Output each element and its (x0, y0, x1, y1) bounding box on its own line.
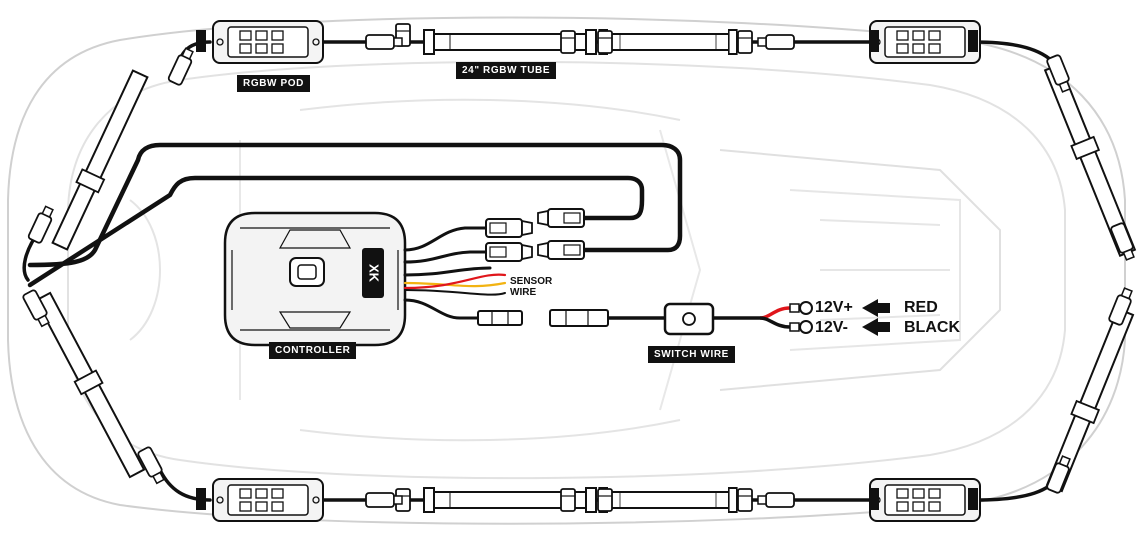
controller-label: CONTROLLER (269, 342, 357, 359)
bottom-tube-run (365, 487, 795, 513)
red-wire-label: RED (904, 299, 938, 316)
rgbw-pod-bottom-left (212, 478, 324, 522)
sensor-wire-label-line1: SENSOR (510, 276, 553, 287)
switch-wire-label: SWITCH WIRE (648, 346, 735, 363)
negative-terminal-label: 12V- (815, 319, 848, 336)
rgbw-pod-top-right (869, 20, 981, 64)
sensor-wire-label-line2: WIRE (510, 287, 537, 298)
top-tube-run (365, 23, 795, 55)
black-wire-label: BLACK (904, 319, 960, 336)
switch-wire-assembly (608, 301, 813, 336)
controller-output-cables (403, 226, 507, 320)
polarity-arrows (862, 299, 890, 336)
positive-terminal-label: 12V+ (815, 299, 853, 316)
controller-logo: XK (367, 264, 382, 283)
side-tubes (21, 46, 1138, 495)
rgbw-pod-label: RGBW POD (237, 75, 310, 92)
controller-feed-wires (27, 142, 683, 288)
rgbw-tube-label: 24" RGBW TUBE (456, 62, 557, 79)
rgbw-pod-bottom-right (869, 478, 981, 522)
module-badges (196, 30, 978, 510)
rgbw-pod-top-left (212, 20, 324, 64)
controller-connectors (477, 208, 609, 327)
controller-module: XK (223, 211, 407, 347)
vehicle-outline (7, 16, 1126, 525)
